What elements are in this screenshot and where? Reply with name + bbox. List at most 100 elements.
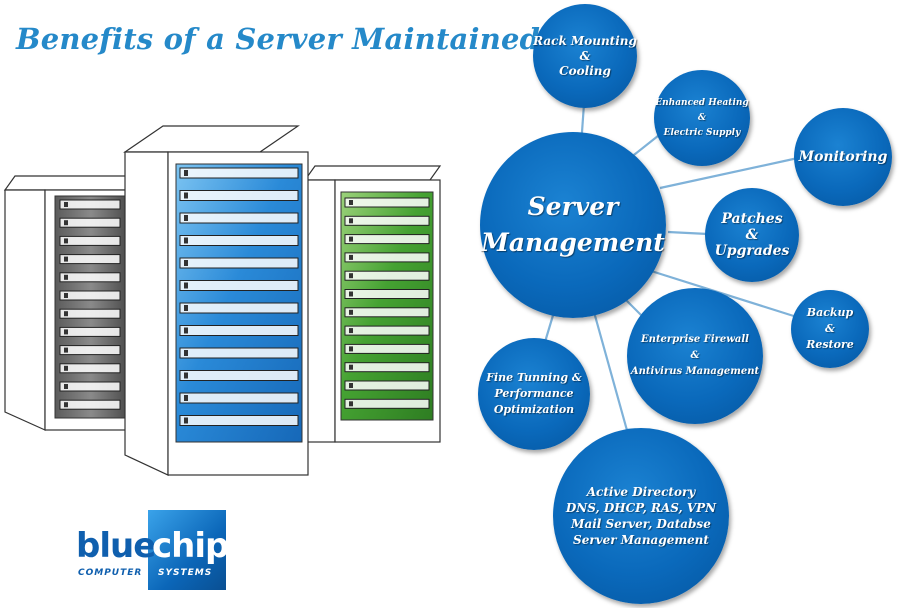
node-fine-tuning: Fine Tunning & Performance Optimization [478,338,590,450]
rack-slot-led [184,237,188,244]
rack-slot [179,280,299,291]
rack-slot [344,380,430,391]
rack-slot-led [184,395,188,401]
rack-slot [344,398,430,409]
node-line: Fine Tunning & [486,371,582,384]
node-line: Antivirus Management [630,366,760,377]
node-enterprise-firewall: Enterprise Firewall & Antivirus Manageme… [627,288,763,424]
node-line: & [690,350,700,361]
rack-slot-led [349,218,353,224]
rack-slot-led [184,215,188,221]
node-backup: Backup & Restore [791,290,869,368]
node-line: & [697,112,707,123]
rack-slot-led [184,350,188,356]
rack-slot-led [64,384,68,389]
rack-slot [59,363,121,374]
rack-slot [59,254,121,265]
rack-slot-led [64,347,68,353]
node-active-directory: Active Directory DNS, DHCP, RAS, VPN Mai… [553,428,729,604]
bluechip-logo: blue chip COMPUTER SYSTEMS [72,510,229,592]
rack-slot [344,362,430,373]
rack-slot [344,270,430,281]
rack-slot [59,308,121,319]
node-line: Performance [494,387,574,400]
node-line: Electric Supply [663,127,741,138]
rack-slot [344,307,430,318]
page-title: Benefits of a Server Maintained [16,22,541,56]
rack-slot-led [349,364,353,370]
node-patches: Patches & Upgrades [705,188,799,282]
logo-word-chip: chip [152,526,229,566]
rack-slot [59,272,121,283]
node-monitoring: Monitoring [794,108,892,206]
rack-slot-led [349,328,353,334]
node-enhanced-heating: Enhanced Heating & Electric Supply [654,70,750,166]
rack-slot [344,197,430,208]
rack-slot-led [349,309,353,315]
node-line: & [825,322,835,335]
rack-slot-led [184,305,188,311]
rack-slot-led [64,402,68,408]
node-line: Server Management [573,533,709,547]
node-line: Cooling [559,63,611,78]
rack-slot [59,399,121,410]
logo-word-blue: blue [76,526,156,566]
rack-slot-led [64,238,68,244]
center-node-server-management: Server Management [480,132,666,318]
rack-slot-led [64,220,68,226]
rack-slot-led [184,417,188,424]
rack-slot [179,392,299,404]
server-rack-green [303,165,442,443]
rack-slot [59,217,121,228]
rack-slot-led [349,254,353,260]
rack-slot [179,302,299,314]
rack-slot [344,289,430,299]
rack-slot [344,325,430,336]
rack-slot-led [349,383,353,388]
rack-slot [179,347,299,359]
rack-slot [344,234,430,245]
rack-slot-led [64,202,68,207]
rack-slot-led [64,329,68,335]
rack-slot-led [349,346,353,352]
rack-slot [179,257,299,269]
node-rack-mounting: Rack Mounting & Cooling [533,4,637,108]
node-line: Backup [806,306,854,319]
node-line: Enterprise Firewall [641,334,749,345]
node-line: Patches [721,211,783,227]
node-line: Upgrades [714,243,790,259]
logo-box [148,510,226,590]
rack-slot-led [64,293,68,298]
center-label-line1: Server [527,192,619,221]
rack-slot [179,212,299,224]
rack-slot [179,167,299,179]
node-line: Active Directory [586,485,696,499]
center-label-line2: Management [481,228,665,257]
node-line: Rack Mounting [533,33,637,48]
rack-slot [344,215,430,226]
node-line: Restore [806,338,854,351]
rack-slot-led [64,274,68,280]
rack-slot-led [184,260,188,266]
rack-slot-led [349,291,353,297]
rack-slot [179,325,299,336]
rack-slot-led [184,170,188,176]
node-line: Monitoring [798,149,888,165]
rack-slot-led [184,282,188,289]
logo-word-systems: SYSTEMS [158,568,213,578]
rack-slot [179,235,299,246]
rack-slot [59,326,121,337]
rack-slot-led [349,401,353,407]
node-line: & [579,48,591,63]
rack-slot [179,190,299,201]
server-rack-gray [3,175,142,431]
rack-slot [59,290,121,301]
rack-slot-led [64,365,68,371]
rack-slot-led [184,327,188,334]
rack-slot-led [64,311,68,317]
logo-word-computer: COMPUTER [78,568,143,578]
rack-slot [344,252,430,263]
node-line: Enhanced Heating [655,97,749,108]
rack-slot-led [349,273,353,279]
